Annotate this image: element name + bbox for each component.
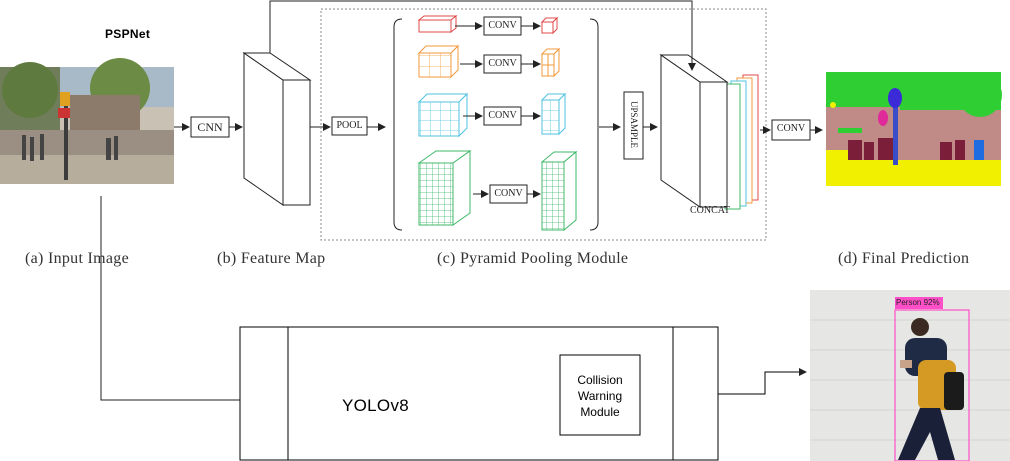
label-final-prediction: (d) Final Prediction	[838, 250, 970, 267]
pool-box	[331, 116, 368, 136]
conv-label-2: CONV	[488, 58, 517, 69]
conv-label-4: CONV	[494, 188, 523, 199]
pool-level-3	[417, 92, 469, 138]
yolo-to-output-arrow	[718, 368, 807, 395]
detection-bbox	[894, 309, 970, 461]
pool-level-4	[417, 150, 472, 226]
label-input-image: (a) Input Image	[25, 250, 130, 267]
ppm-region	[320, 8, 767, 241]
collision-module-box	[559, 354, 641, 436]
upsample-label: UPSAMPLE	[629, 100, 639, 148]
upsampled-level-4	[540, 150, 578, 232]
upsampled-level-1	[540, 16, 559, 35]
upsample-box	[623, 91, 644, 160]
yolo-label: YOLOv8	[342, 396, 409, 415]
conv-label-1: CONV	[488, 20, 517, 31]
final-conv-label: CONV	[776, 123, 806, 134]
input-image	[0, 58, 174, 184]
concat-label: CONCAT	[689, 205, 730, 216]
label-feature-map: (b) Feature Map	[217, 250, 326, 267]
detection-output-image	[810, 290, 1010, 461]
upsampled-level-2	[540, 47, 561, 78]
final-prediction-image	[826, 72, 1002, 186]
skip-connection	[269, 0, 696, 71]
concat-stack	[659, 54, 759, 210]
left-bracket	[393, 18, 403, 231]
label-ppm: (c) Pyramid Pooling Module	[437, 250, 629, 267]
pool-level-1	[417, 14, 458, 34]
cnn-label: CNN	[197, 120, 223, 134]
detection-tag-bg	[895, 297, 943, 309]
pool-label: POOL	[336, 120, 363, 131]
conv-label-3: CONV	[488, 110, 517, 121]
diagram-title: PSPNet	[105, 27, 151, 41]
input-to-yolo-line	[100, 196, 240, 401]
pool-level-2	[417, 44, 460, 79]
collision-module-label: Collision Warning Module	[577, 373, 623, 419]
feature-map-block	[242, 52, 312, 206]
yolo-block	[239, 326, 719, 461]
detection-tag-label: Person 92%	[896, 298, 940, 307]
upsampled-level-3	[540, 92, 567, 136]
right-bracket	[589, 18, 599, 231]
